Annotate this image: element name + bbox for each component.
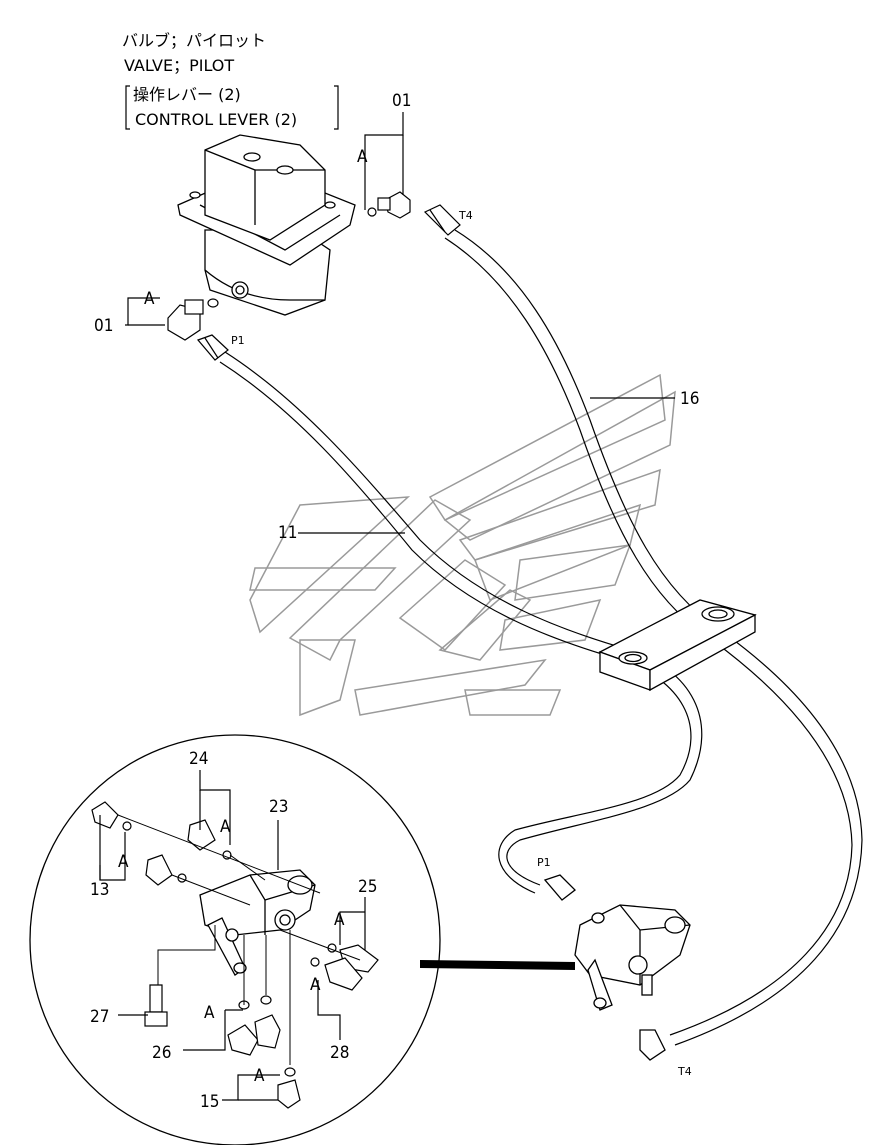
detail-fittings bbox=[91, 801, 379, 1109]
detail-leader-lines bbox=[117, 814, 361, 1065]
port-p1-top: P1 bbox=[231, 334, 245, 347]
hose-end-top-t4 bbox=[423, 204, 461, 236]
callout-leaders bbox=[99, 112, 675, 1101]
header-bracket-left bbox=[125, 85, 130, 130]
callout-labels: 01 01 16 11 24 23 13 25 27 26 28 15 bbox=[90, 91, 699, 1112]
detail-valve-23 bbox=[199, 869, 316, 976]
hose-clamp bbox=[598, 599, 757, 692]
port-t4-top: T4 bbox=[458, 209, 473, 222]
mark-a-24: A bbox=[220, 817, 231, 837]
hose-end-top-p1 bbox=[196, 334, 229, 361]
valve-assembly-right bbox=[543, 874, 691, 1061]
pilot-valve-body bbox=[177, 134, 356, 316]
header-title-jp: バルブ；パイロット bbox=[122, 31, 266, 50]
mark-a-28: A bbox=[310, 975, 321, 995]
elbow-fitting-top bbox=[367, 191, 411, 219]
detail-a-marks: A A A A A A A A bbox=[118, 147, 368, 1086]
elbow-fitting-left bbox=[167, 298, 219, 341]
hose-11 bbox=[219, 351, 703, 894]
callout-28: 28 bbox=[330, 1043, 349, 1063]
mark-a-25: A bbox=[334, 910, 345, 930]
callout-27: 27 bbox=[90, 1007, 109, 1027]
mark-a-26: A bbox=[204, 1003, 215, 1023]
port-p1-bottom: P1 bbox=[537, 856, 551, 869]
callout-24: 24 bbox=[189, 749, 208, 769]
watermark-logo bbox=[249, 373, 676, 717]
port-labels: T4 P1 P1 T4 bbox=[231, 209, 692, 1078]
callout-16: 16 bbox=[680, 389, 699, 409]
callout-11: 11 bbox=[278, 523, 297, 543]
callout-01-top: 01 bbox=[392, 91, 411, 111]
callout-25: 25 bbox=[358, 877, 377, 897]
callout-15: 15 bbox=[200, 1092, 219, 1112]
mark-a-13: A bbox=[118, 852, 129, 872]
callout-26: 26 bbox=[152, 1043, 171, 1063]
header-subtitle-jp: 操作レバー (2) bbox=[133, 85, 241, 104]
callout-13: 13 bbox=[90, 880, 109, 900]
header-title-en: VALVE；PILOT bbox=[124, 56, 234, 75]
callout-01-left: 01 bbox=[94, 316, 113, 336]
mark-a-top: A bbox=[357, 147, 368, 167]
mark-a-15: A bbox=[254, 1066, 265, 1086]
mark-a-left: A bbox=[144, 289, 155, 309]
header-subtitle-en: CONTROL LEVER (2) bbox=[135, 110, 297, 129]
header-bracket-right bbox=[334, 85, 339, 130]
port-t4-bottom: T4 bbox=[677, 1065, 692, 1078]
header-block: バルブ；パイロット VALVE；PILOT 操作レバー (2) CONTROL … bbox=[122, 31, 339, 130]
detail-circle bbox=[29, 734, 575, 1145]
callout-23: 23 bbox=[269, 797, 288, 817]
